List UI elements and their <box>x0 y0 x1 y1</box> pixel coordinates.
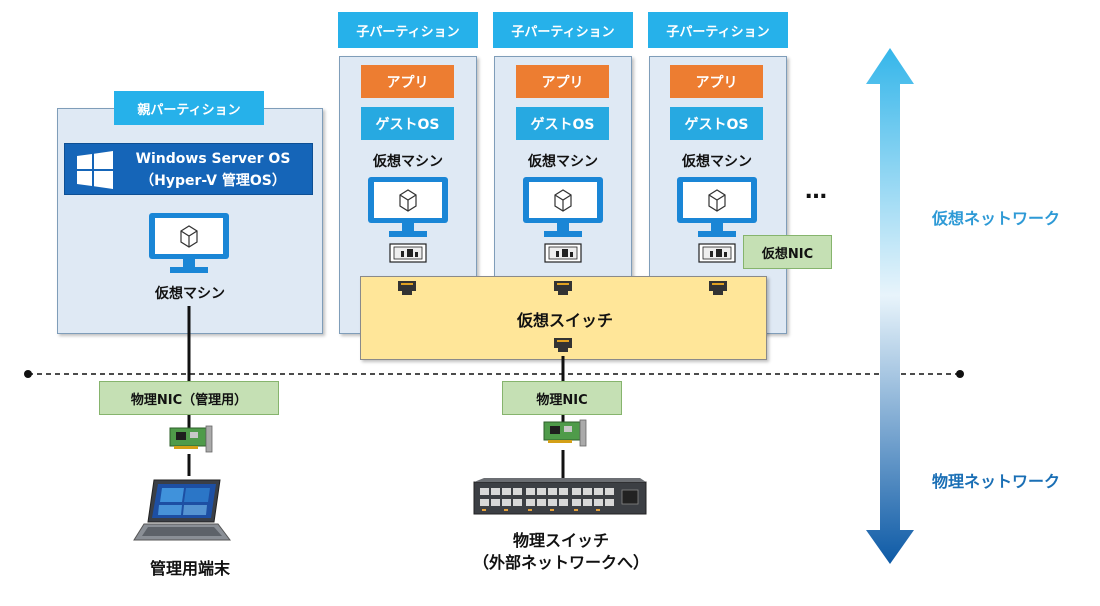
virtual-nic-2-icon <box>544 243 582 263</box>
child-2-app: アプリ <box>516 65 609 98</box>
os-line-1: Windows Server OS <box>135 151 291 167</box>
physical-switch-label-1: 物理スイッチ <box>512 531 609 550</box>
child-3-guest-os: ゲストOS <box>670 107 763 140</box>
switch-port-1-icon <box>398 281 416 295</box>
physical-nic-card-2-icon <box>543 419 587 447</box>
virtual-nic-1-icon <box>389 243 427 263</box>
switch-uplink-port-icon <box>554 338 572 352</box>
virtual-switch-label: 仮想スイッチ <box>516 311 613 330</box>
physical-nic-card-1-icon <box>169 425 213 453</box>
child-2-vm-monitor-icon <box>523 177 603 237</box>
child-3-app: アプリ <box>670 65 763 98</box>
switch-port-2-icon <box>554 281 572 295</box>
virtual-network-label: 仮想ネットワーク <box>931 209 1060 228</box>
parent-partition-tab: 親パーティション <box>114 91 264 125</box>
virtual-nic-label: 仮想NIC <box>743 235 832 269</box>
physical-switch-icon <box>473 478 647 515</box>
parent-vm-label: 仮想マシン <box>155 286 225 302</box>
laptop-icon <box>133 479 231 541</box>
child-1-app: アプリ <box>361 65 454 98</box>
switch-port-3-icon <box>709 281 727 295</box>
physical-nic-label: 物理NIC <box>502 381 622 415</box>
child-partition-3-tab: 子パーティション <box>648 12 788 48</box>
more-partitions-ellipsis: … <box>805 178 827 204</box>
management-terminal-label: 管理用端末 <box>149 559 230 578</box>
virtual-nic-3-icon <box>698 243 736 263</box>
child-1-vm-label: 仮想マシン <box>373 154 443 170</box>
child-1-vm-monitor-icon <box>368 177 448 237</box>
child-1-guest-os: ゲストOS <box>361 107 454 140</box>
child-3-vm-label: 仮想マシン <box>682 154 752 170</box>
child-partition-1-tab: 子パーティション <box>338 12 478 48</box>
child-3-vm-monitor-icon <box>677 177 757 237</box>
child-partition-2-tab: 子パーティション <box>493 12 633 48</box>
windows-server-os-box: Windows Server OS （Hyper-V 管理OS） <box>64 143 313 195</box>
parent-vm-monitor-icon <box>149 213 229 273</box>
physical-switch-label-2: （外部ネットワークへ） <box>472 553 649 572</box>
child-2-guest-os: ゲストOS <box>516 107 609 140</box>
physical-nic-management-label: 物理NIC（管理用） <box>99 381 279 415</box>
physical-network-label: 物理ネットワーク <box>931 472 1060 491</box>
os-line-2: （Hyper-V 管理OS） <box>140 173 286 189</box>
network-layer-arrow-icon <box>866 48 914 564</box>
windows-logo-icon <box>77 151 113 189</box>
child-2-vm-label: 仮想マシン <box>528 154 598 170</box>
